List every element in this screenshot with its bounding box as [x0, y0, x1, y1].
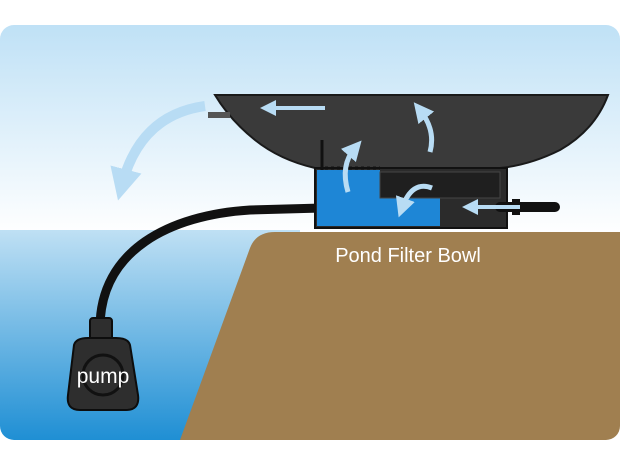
filter-bowl-label: Pond Filter Bowl	[335, 245, 481, 267]
pump: pump	[66, 317, 140, 411]
filter-inner-box	[379, 171, 501, 199]
pond-bank	[180, 232, 620, 440]
pump-neck	[89, 317, 113, 341]
pump-label: pump	[77, 365, 130, 388]
flow-arrow-rise	[340, 140, 362, 193]
pump-hose	[95, 203, 327, 333]
circle-dial-icon	[81, 353, 125, 397]
flow-arrow-outflow	[110, 101, 206, 201]
flow-arrow-inner-curve	[395, 183, 433, 218]
flow-arrow-bowl-curve	[413, 102, 435, 153]
pump-body	[66, 337, 140, 411]
bowl-spout	[208, 112, 230, 118]
